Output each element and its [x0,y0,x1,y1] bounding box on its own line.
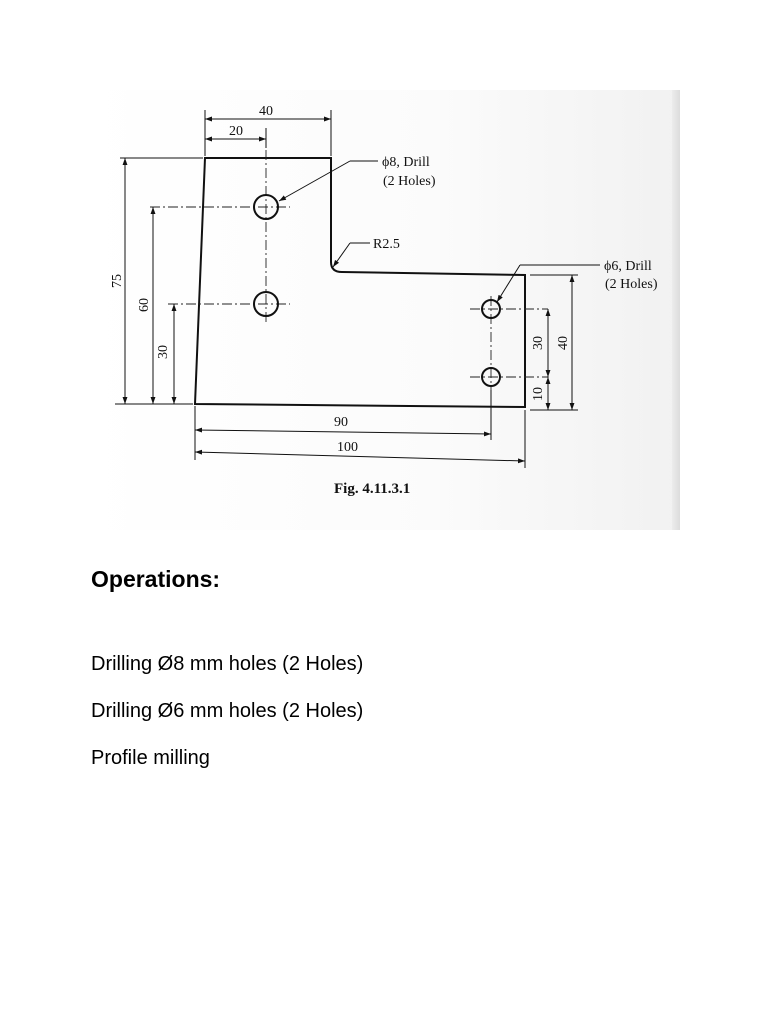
scan-edge-shadow [672,90,680,530]
operations-list: Drilling Ø8 mm holes (2 Holes) Drilling … [91,652,363,793]
operations-heading: Operations: [91,566,221,592]
hole-6mm-bottom [481,367,501,387]
dim-bottom-90: 90 [334,415,348,430]
dimension-lines [122,116,575,464]
centerlines [150,150,548,390]
callout-drill8-line1: ϕ8, Drill [382,155,430,170]
dim-top-20: 20 [229,124,243,139]
operation-item: Drilling Ø6 mm holes (2 Holes) [91,700,364,722]
callout-radius: R2.5 [373,237,400,252]
leader-lines [278,160,600,303]
operation-item: Profile milling [91,747,210,769]
dim-top-40: 40 [259,104,273,119]
dim-right-30: 30 [531,336,546,350]
part-outline [193,157,526,409]
hole-8mm-top [253,194,279,220]
dim-right-40: 40 [556,336,571,350]
dim-left-30: 30 [156,345,171,359]
callout-drill6-line1: ϕ6, Drill [604,259,652,274]
callout-drill6-line2: (2 Holes) [605,277,658,292]
dim-right-10: 10 [531,387,546,401]
hole-6mm-top [481,299,501,319]
callout-drill8-line2: (2 Holes) [383,174,436,189]
dim-left-60: 60 [137,298,152,312]
hole-8mm-bottom [253,291,279,317]
dim-left-75: 75 [110,274,125,288]
figure-caption: Fig. 4.11.3.1 [334,481,410,497]
operation-item: Drilling Ø8 mm holes (2 Holes) [91,653,364,675]
dim-bottom-100: 100 [337,440,358,455]
